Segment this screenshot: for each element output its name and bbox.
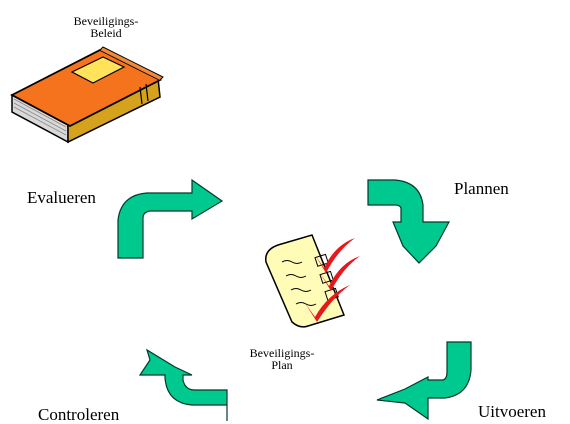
arrow-evalueren-icon (117, 178, 224, 259)
book-icon (10, 46, 164, 144)
step-label-evalueren: Evalueren (27, 188, 96, 207)
arrow-uitvoeren-icon (376, 341, 472, 421)
arrow-plannen-icon (367, 179, 451, 264)
arrow-controleren-icon (138, 348, 228, 421)
book-label-line1: Beveiligings- (73, 14, 139, 28)
step-label-uitvoeren: Uitvoeren (478, 402, 546, 421)
step-label-controleren: Controleren (38, 405, 120, 424)
book-label: Beveiligings- Beleid (64, 15, 148, 39)
plan-label-line1: Beveiligings- (249, 346, 315, 360)
plan-label: Beveiligings- Plan (240, 347, 324, 371)
book-label-line2: Beleid (90, 26, 122, 40)
step-label-plannen: Plannen (454, 179, 509, 198)
plan-label-line2: Plan (271, 358, 293, 372)
checklist-icon (265, 234, 360, 328)
